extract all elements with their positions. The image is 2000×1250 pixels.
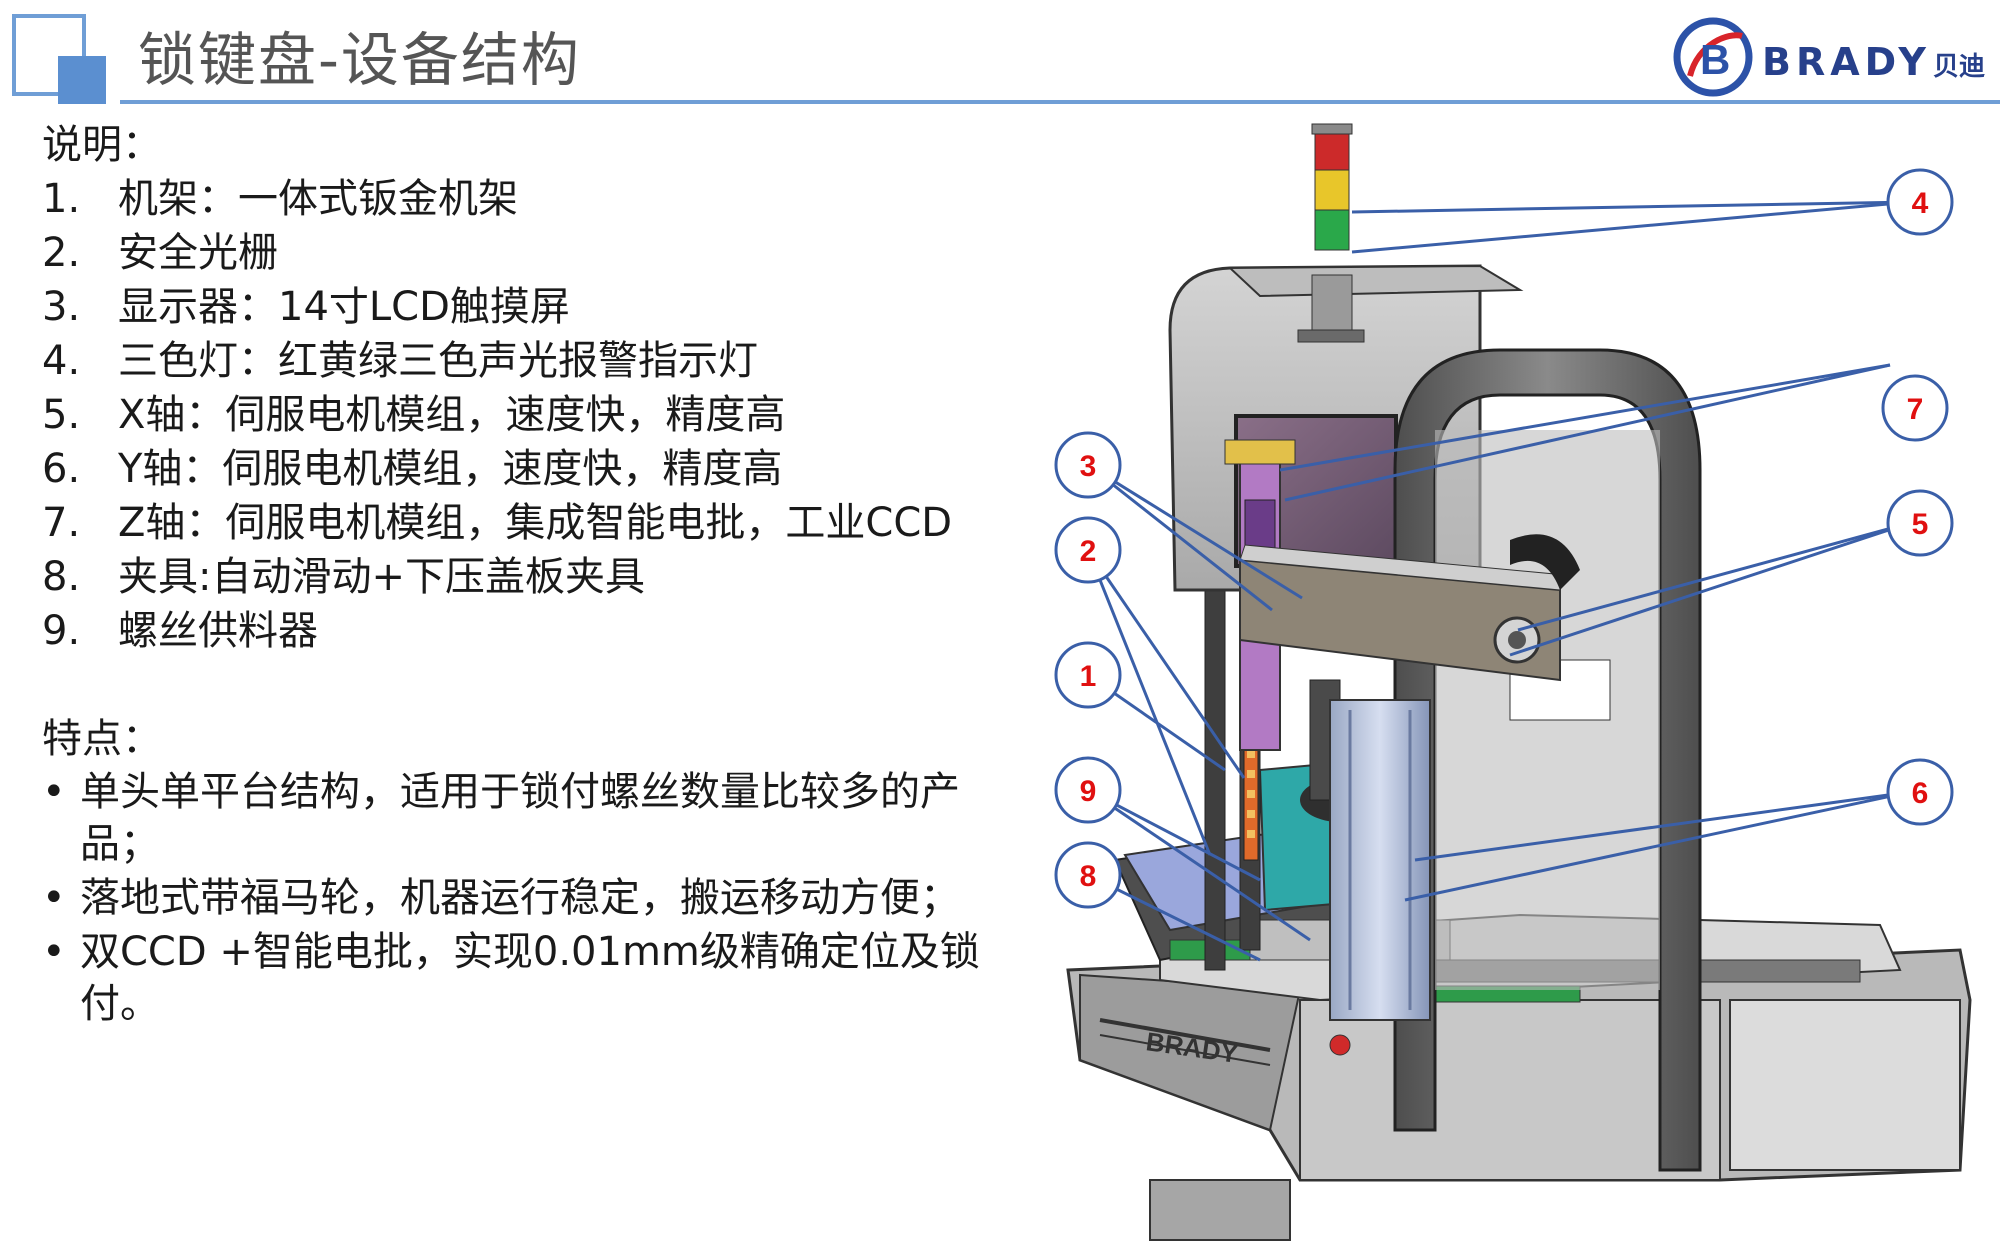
callout-1: 1: [1054, 641, 1122, 709]
callout-5: 5: [1886, 489, 1954, 557]
machine-base: BRADY: [1066, 948, 1972, 1241]
callout-number: 3: [1080, 450, 1097, 483]
feature-text: 单头单平台结构，适用于锁付螺丝数量比较多的产品；: [80, 769, 960, 867]
callout-number: 4: [1912, 187, 1929, 220]
brady-emblem-icon: B: [1673, 17, 1753, 97]
callout-number: 5: [1912, 508, 1929, 541]
list-item: 4. 三色灯：红黄绿三色声光报警指示灯: [42, 334, 1002, 388]
component-list: 1. 机架：一体式钣金机架 2. 安全光栅 3. 显示器：14寸LCD触摸屏 4. 三色…: [42, 172, 1002, 658]
callout-number: 7: [1907, 393, 1924, 426]
description-heading: 说明：: [42, 122, 162, 168]
list-item: 5. X轴：伺服电机模组，速度快，精度高: [42, 388, 1002, 442]
logo-text-en: BRADY: [1762, 40, 1931, 84]
logo-text-cn: 贝迪: [1932, 52, 1985, 82]
list-item: 7. Z轴：伺服电机模组，集成智能电批，工业CCD: [42, 496, 1002, 550]
item-text: 螺丝供料器: [118, 608, 318, 654]
callout-number: 6: [1912, 777, 1929, 810]
item-number: 4.: [42, 338, 81, 384]
y-axis-module: [1329, 699, 1431, 1021]
bullet-icon: •: [42, 875, 66, 921]
callout-leaders: [1086, 200, 1911, 962]
callout-number: 1: [1080, 660, 1097, 693]
callout-number: 2: [1080, 535, 1097, 568]
callout-number: 9: [1080, 775, 1097, 808]
item-number: 8.: [42, 554, 81, 600]
item-text: 机架：一体式钣金机架: [118, 176, 518, 222]
bullet-icon: •: [42, 769, 66, 815]
list-item: 2. 安全光栅: [42, 226, 1002, 280]
item-number: 3.: [42, 284, 81, 330]
callout-9: 9: [1054, 756, 1122, 824]
list-item: 9. 螺丝供料器: [42, 604, 1002, 658]
tower-light: [1297, 123, 1365, 343]
list-item: 6. Y轴：伺服电机模组，速度快，精度高: [42, 442, 1002, 496]
bullet-icon: •: [42, 929, 66, 975]
list-item: 8. 夹具:自动滑动+下压盖板夹具: [42, 550, 1002, 604]
list-item: 1. 机架：一体式钣金机架: [42, 172, 1002, 226]
callout-2: 2: [1054, 516, 1122, 584]
list-item: • 单头单平台结构，适用于锁付螺丝数量比较多的产品；: [42, 766, 1002, 870]
callout-7: 7: [1881, 374, 1949, 442]
feature-text: 落地式带福马轮，机器运行稳定，搬运移动方便；: [80, 875, 960, 921]
item-number: 6.: [42, 446, 81, 492]
callout-3: 3: [1054, 431, 1122, 499]
item-number: 9.: [42, 608, 81, 654]
item-text: X轴：伺服电机模组，速度快，精度高: [118, 392, 786, 438]
list-item: • 落地式带福马轮，机器运行稳定，搬运移动方便；: [42, 872, 1002, 924]
section-gap: [42, 658, 1002, 712]
content-text: 说明： 1. 机架：一体式钣金机架 2. 安全光栅 3. 显示器：14寸LCD触摸屏 …: [42, 118, 1002, 1032]
features-heading: 特点：: [42, 716, 162, 762]
item-number: 2.: [42, 230, 81, 276]
svg-text:B: B: [1700, 36, 1730, 83]
gantry-frame: [1393, 348, 1702, 1172]
callout-4: 4: [1886, 168, 1954, 236]
brand-logo: B BRADY贝迪: [1668, 14, 1998, 100]
callout-8: 8: [1054, 841, 1122, 909]
logo-wordmark: BRADY贝迪: [1762, 40, 1985, 84]
title-divider: [120, 100, 2000, 104]
header-corner-decoration: [12, 14, 106, 104]
item-number: 5.: [42, 392, 81, 438]
features-list: • 单头单平台结构，适用于锁付螺丝数量比较多的产品； • 落地式带福马轮，机器运行稳…: [42, 766, 1002, 1030]
x-axis-module: [1239, 534, 1580, 682]
list-item: • 双CCD +智能电批，实现0.01mm级精确定位及锁付。: [42, 926, 1002, 1030]
callout-6: 6: [1886, 758, 1954, 826]
callout-number: 8: [1080, 860, 1097, 893]
item-text: Z轴：伺服电机模组，集成智能电批，工业CCD: [118, 500, 953, 546]
item-number: 1.: [42, 176, 81, 222]
item-text: 安全光栅: [118, 230, 278, 276]
item-text: 夹具:自动滑动+下压盖板夹具: [118, 554, 645, 600]
item-text: 显示器：14寸LCD触摸屏: [118, 284, 570, 330]
feature-text: 双CCD +智能电批，实现0.01mm级精确定位及锁付。: [80, 929, 980, 1027]
item-text: Y轴：伺服电机模组，速度快，精度高: [118, 446, 783, 492]
machine-illustration: BRADY: [1054, 123, 1972, 1241]
item-number: 7.: [42, 500, 81, 546]
list-item: 3. 显示器：14寸LCD触摸屏: [42, 280, 1002, 334]
page-title: 锁键盘-设备结构: [138, 26, 581, 94]
item-text: 三色灯：红黄绿三色声光报警指示灯: [118, 338, 758, 384]
